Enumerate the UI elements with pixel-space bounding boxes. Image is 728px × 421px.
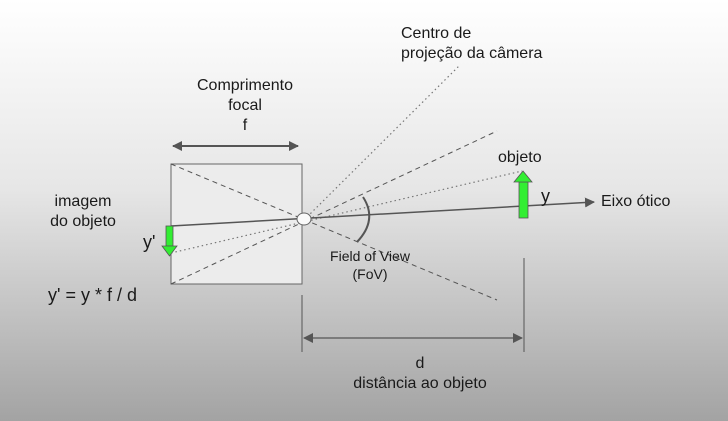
fov-lower-ray <box>170 130 498 285</box>
fov-upper-ray <box>170 163 498 301</box>
projection-formula: y' = y * f / d <box>48 285 137 305</box>
camera-center-pointer <box>303 64 461 221</box>
fov-label-line2: (FoV) <box>352 266 388 282</box>
distance-label: d distância ao objeto <box>330 354 510 394</box>
focal-length-label: Comprimento focal f <box>175 76 315 136</box>
camera-center-label-line2: projeção da câmera <box>401 45 543 62</box>
focal-length-label-line1: Comprimento <box>196 77 294 94</box>
object-arrow <box>513 170 533 219</box>
distance-label-line2: distância ao objeto <box>353 375 487 392</box>
object-height-label: y <box>541 186 550 206</box>
fov-label-line1: Field of View <box>330 248 410 264</box>
optical-axis-label: Eixo ótico <box>601 193 671 210</box>
camera-center-label: Centro de projeção da câmera <box>401 24 542 64</box>
image-label-line1: imagem <box>54 193 112 210</box>
image-height-label: y' <box>143 232 156 252</box>
projection-ray <box>170 170 523 254</box>
image-label: imagem do objeto <box>48 192 118 232</box>
focal-length-label-line3: f <box>242 117 248 134</box>
focal-length-label-line2: focal <box>228 97 262 114</box>
image-arrow <box>161 225 178 257</box>
object-label: objeto <box>498 149 542 166</box>
distance-label-line1: d <box>415 355 425 372</box>
camera-center-label-line1: Centro de <box>401 25 472 42</box>
pinhole <box>296 212 312 226</box>
fov-arc <box>356 196 371 243</box>
fov-label: Field of View (FoV) <box>315 247 425 283</box>
image-plane <box>170 163 303 285</box>
image-label-line2: do objeto <box>50 213 116 230</box>
